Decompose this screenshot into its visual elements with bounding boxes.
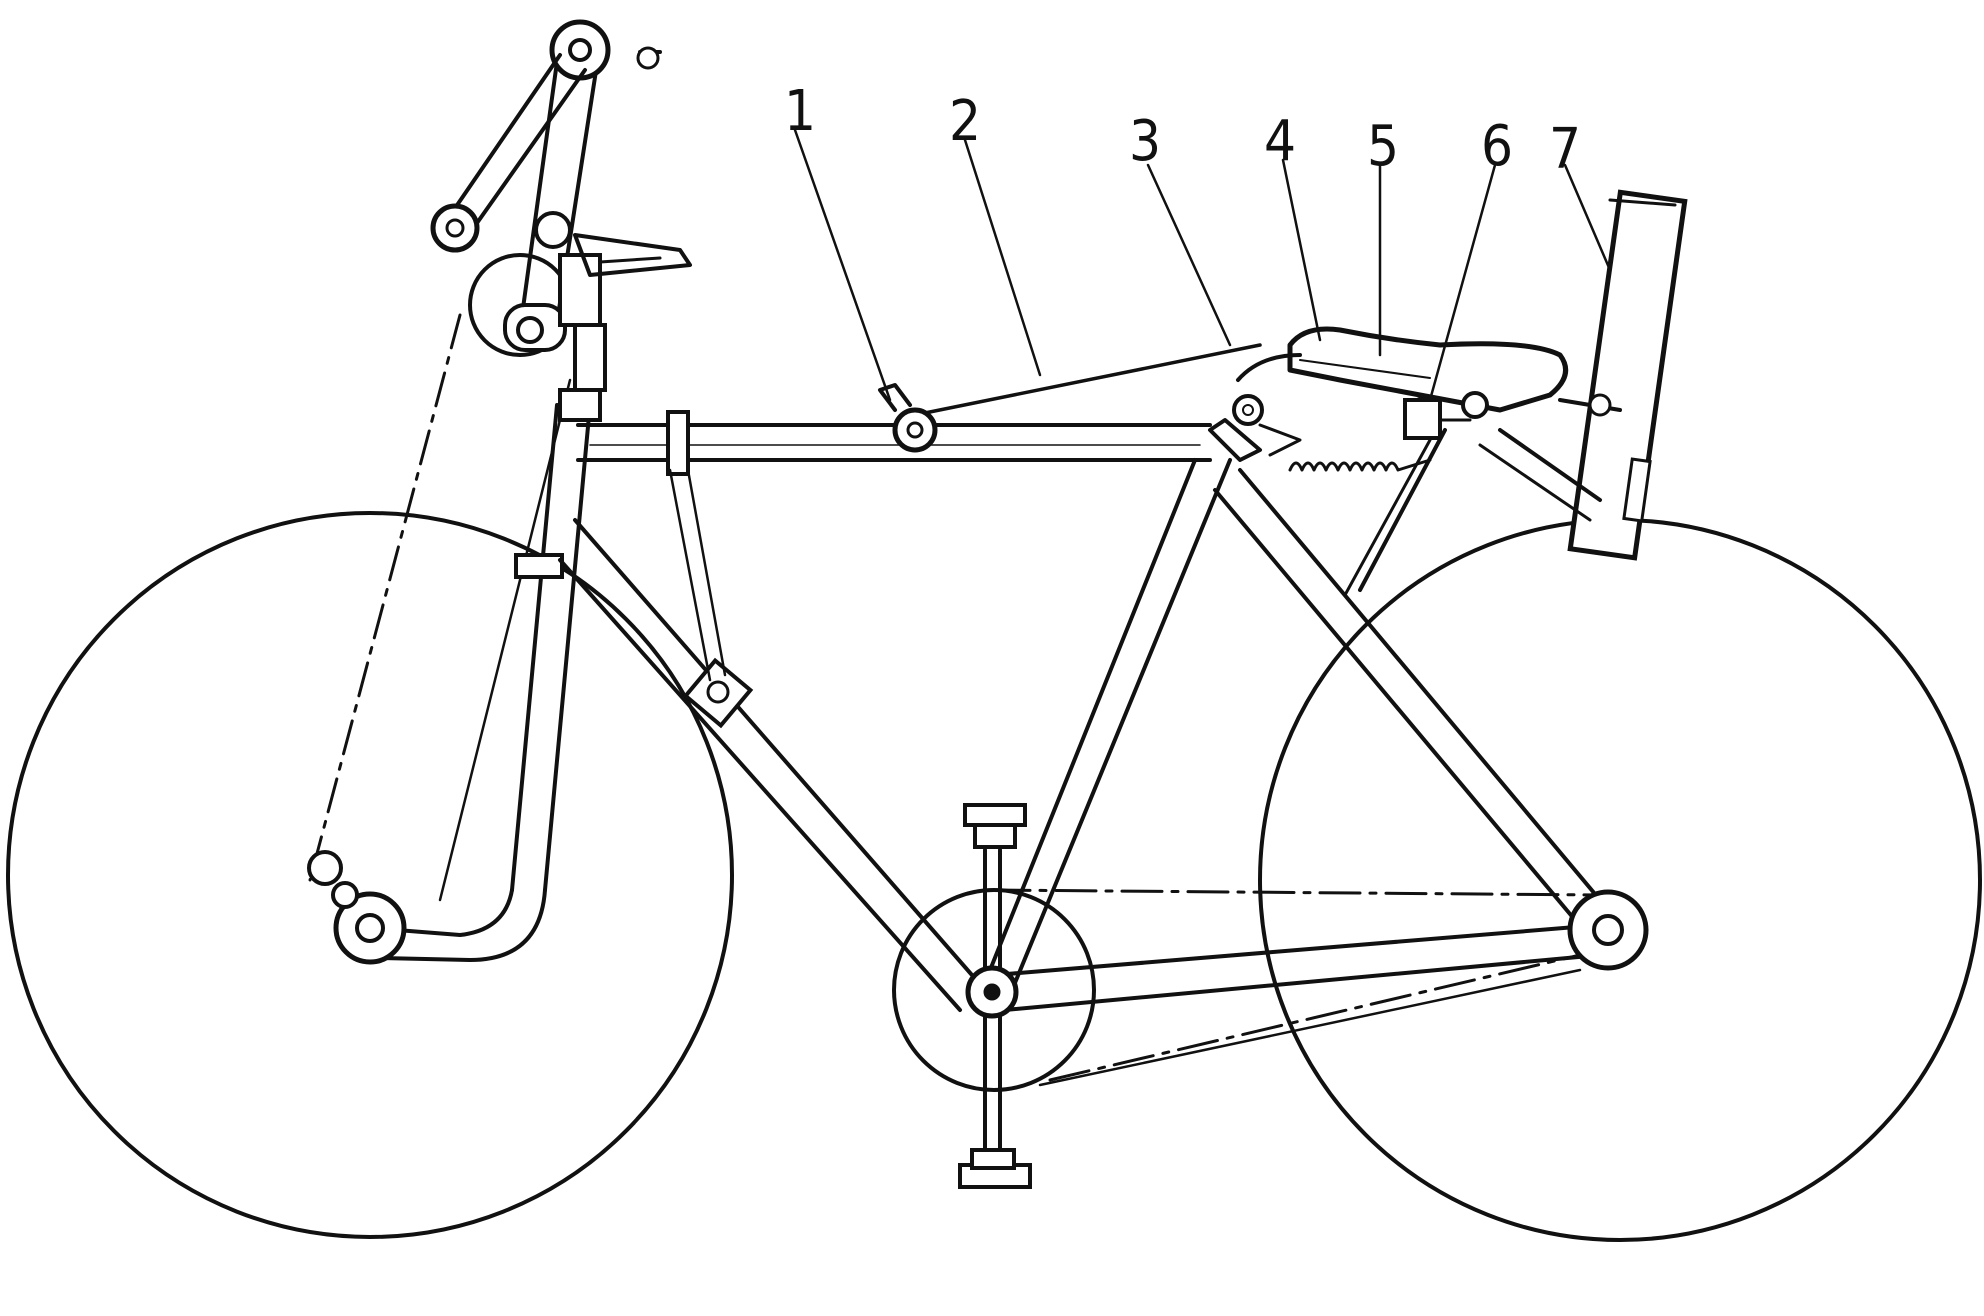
callout-4: 4 (1264, 109, 1296, 174)
down-tube (558, 518, 987, 1012)
chainring (892, 888, 1096, 1092)
chain-stay (993, 923, 1602, 1012)
callout-labels: 1 2 3 4 5 6 7 (784, 79, 1581, 182)
seat-assembly (1208, 189, 1688, 597)
front-hub (307, 850, 407, 965)
fork (370, 388, 602, 962)
rear-wheel (1258, 518, 1982, 1242)
callout-7: 7 (1549, 117, 1581, 182)
hand-crank-assembly (430, 19, 692, 392)
pedal-crank (965, 848, 1019, 1162)
callout-1: 1 (784, 79, 816, 144)
seat-stay (1213, 468, 1602, 922)
front-drive-chain (308, 313, 572, 902)
chain (988, 888, 1602, 1087)
callout-2: 2 (949, 89, 981, 154)
front-wheel (6, 511, 734, 1239)
callout-5: 5 (1367, 114, 1399, 179)
seat-tube (978, 458, 1232, 997)
leader-lines (793, 128, 1612, 402)
control-rod (878, 343, 1262, 453)
pedal-bottom (958, 1148, 1032, 1189)
rear-hub (1567, 889, 1649, 971)
pedal-top (963, 803, 1027, 849)
callout-3: 3 (1129, 109, 1161, 174)
top-tube (576, 410, 1212, 476)
brace-wires (668, 468, 727, 682)
callout-6: 6 (1481, 114, 1513, 179)
